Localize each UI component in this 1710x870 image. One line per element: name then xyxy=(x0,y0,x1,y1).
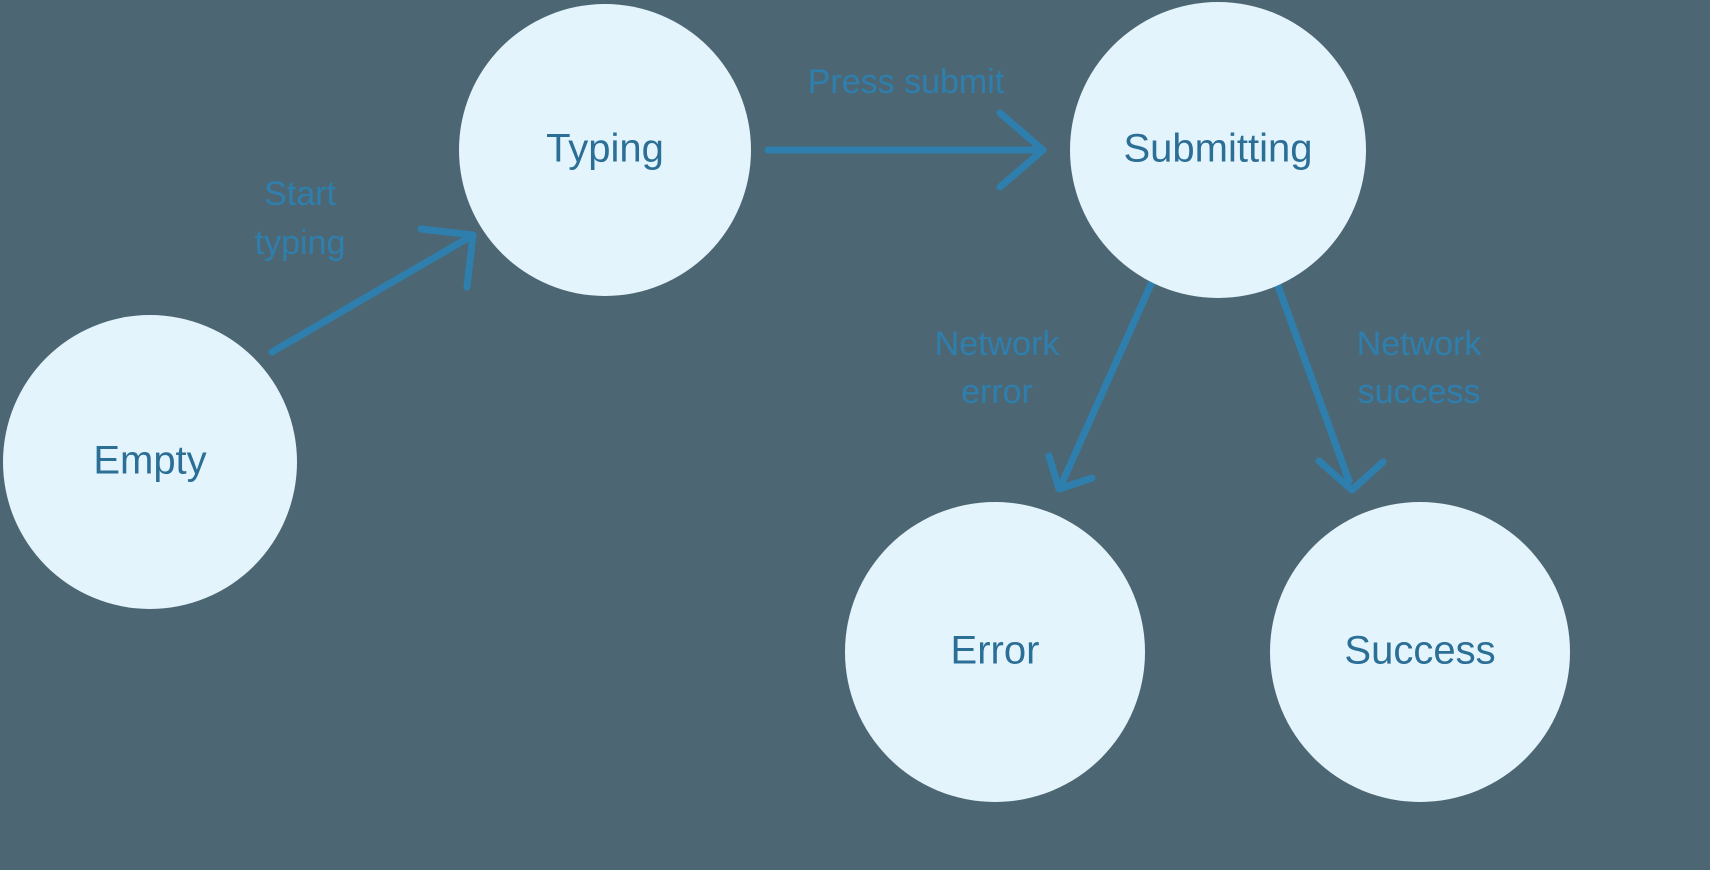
state-node-empty[interactable]: Empty xyxy=(3,315,297,609)
edge-label-network-success-line1: Network xyxy=(1357,325,1483,363)
edge-typing-to-submitting-arrowhead xyxy=(996,109,1047,191)
state-node-error-circle[interactable] xyxy=(845,502,1145,802)
state-node-submitting-circle[interactable] xyxy=(1070,2,1366,298)
edge-label-press-submit: Press submit xyxy=(808,63,1005,101)
state-node-success-circle[interactable] xyxy=(1270,502,1570,802)
state-node-submitting-label: Submitting xyxy=(1124,127,1313,171)
edge-empty-to-typing-arrowhead xyxy=(417,225,477,291)
edge-submitting-to-error: Network error xyxy=(935,278,1156,493)
edge-submitting-to-error-arrowhead xyxy=(1045,452,1096,493)
state-node-typing[interactable]: Typing xyxy=(459,4,751,296)
state-node-empty-circle[interactable] xyxy=(3,315,297,609)
edge-empty-to-typing: Start typing xyxy=(255,175,477,356)
edge-label-network-error-line2: error xyxy=(961,373,1033,411)
state-node-submitting[interactable]: Submitting xyxy=(1070,2,1366,298)
edge-typing-to-submitting: Press submit xyxy=(764,63,1047,191)
edge-submitting-to-success-arrowhead xyxy=(1315,457,1387,494)
state-node-success[interactable]: Success xyxy=(1270,502,1570,802)
edge-label-start-typing-line1: Start xyxy=(264,175,336,213)
state-node-success-label: Success xyxy=(1344,629,1495,673)
state-node-error-label: Error xyxy=(951,629,1040,673)
edge-empty-to-typing-line xyxy=(268,234,472,356)
edge-submitting-to-success: Network success xyxy=(1273,279,1483,494)
state-node-typing-circle[interactable] xyxy=(459,4,751,296)
edge-label-network-error-line1: Network xyxy=(935,325,1061,363)
state-node-typing-label: Typing xyxy=(546,127,664,171)
edge-label-start-typing-line2: typing xyxy=(255,224,346,262)
edge-submitting-to-error-line xyxy=(1058,278,1156,487)
edge-submitting-to-success-line xyxy=(1273,279,1353,485)
state-node-error[interactable]: Error xyxy=(845,502,1145,802)
edge-label-network-success-line2: success xyxy=(1358,373,1481,411)
state-node-empty-label: Empty xyxy=(93,439,206,483)
